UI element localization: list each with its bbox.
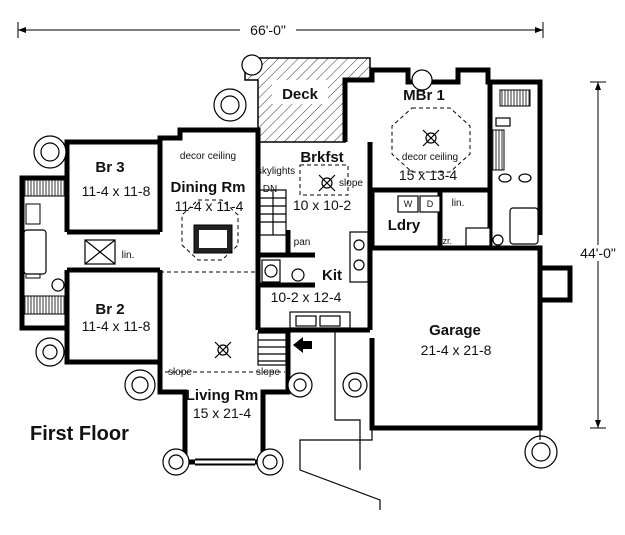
living-room-openings xyxy=(160,271,285,373)
living-slope-right-note: slope xyxy=(256,367,280,378)
living-size: 15 x 21-4 xyxy=(193,405,252,421)
deck-label: Deck xyxy=(282,86,319,103)
garage-label: Garage xyxy=(429,322,481,339)
dryer-label: D xyxy=(427,199,434,209)
br3-size: 11-4 x 11-8 xyxy=(82,183,151,199)
stairs-down-note: DN xyxy=(263,184,277,195)
shrubs xyxy=(33,54,558,476)
br2-label: Br 2 xyxy=(95,301,124,318)
mbr-decor-ceiling xyxy=(391,107,471,173)
deck xyxy=(244,57,371,143)
mbr1-label: MBr 1 xyxy=(403,87,445,104)
skylights-note: skylights xyxy=(257,166,295,177)
depth-dimension: 44'-0" xyxy=(572,81,624,429)
width-dimension: 66'-0" xyxy=(17,22,544,38)
overall-depth-label: 44'-0" xyxy=(580,245,616,261)
room-labels: Deck MBr 1 decor ceiling 15 x 13-4 Br 3 … xyxy=(82,86,492,421)
dining-label: Dining Rm xyxy=(171,179,246,196)
br3-label: Br 3 xyxy=(95,159,124,176)
mbr1-size: 15 x 13-4 xyxy=(399,167,458,183)
ceiling-fan-icon xyxy=(214,129,440,359)
kit-label: Kit xyxy=(322,267,342,284)
washer-label: W xyxy=(404,199,413,209)
fixtures xyxy=(23,117,539,329)
entry-arrow-icon xyxy=(293,337,312,353)
stairs xyxy=(257,189,287,366)
garage-size: 21-4 x 21-8 xyxy=(421,342,492,358)
freezer-label: fzr. xyxy=(440,236,452,246)
living-slope-left-note: slope xyxy=(168,367,192,378)
brkfst-slope-note: slope xyxy=(339,178,363,189)
dining-table xyxy=(181,199,239,261)
overall-width-label: 66'-0" xyxy=(250,22,286,38)
dining-decor-ceiling-note: decor ceiling xyxy=(180,151,236,162)
ldry-label: Ldry xyxy=(388,217,421,234)
driveway xyxy=(299,265,573,510)
skylights xyxy=(299,164,349,196)
hall-linen-note: lin. xyxy=(122,250,135,261)
mbr-linen-note: lin. xyxy=(452,198,465,209)
brkfst-label: Brkfst xyxy=(300,149,343,166)
living-label: Living Rm xyxy=(186,387,259,404)
brkfst-size: 10 x 10-2 xyxy=(293,197,352,213)
kit-size: 10-2 x 12-4 xyxy=(271,289,342,305)
mbr-decor-ceiling-note: decor ceiling xyxy=(402,152,458,163)
br2-size: 11-4 x 11-8 xyxy=(82,318,151,334)
dining-size: 11-4 x 11-4 xyxy=(175,198,244,214)
pantry-note: pan xyxy=(294,237,311,248)
plan-title: First Floor xyxy=(30,423,129,445)
